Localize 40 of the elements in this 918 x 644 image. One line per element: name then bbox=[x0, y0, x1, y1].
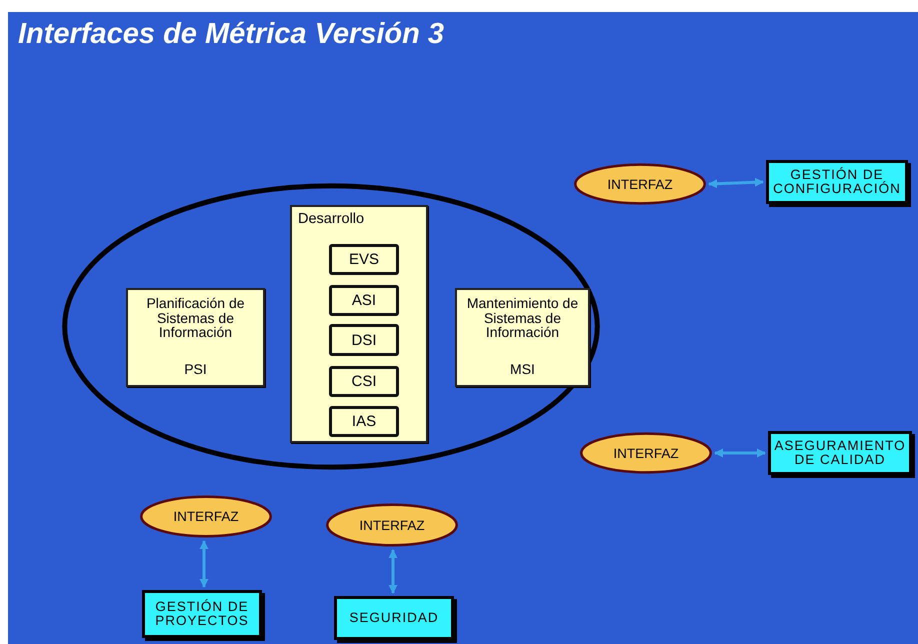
interface-box bbox=[766, 160, 908, 204]
interface-box bbox=[768, 431, 912, 475]
box-label: GESTIÓN DE CONFIGURACIÓN bbox=[772, 168, 902, 196]
activity-box bbox=[329, 244, 399, 275]
box-label: INTERFAZ bbox=[613, 446, 679, 460]
interface-ellipse bbox=[140, 495, 272, 538]
activity-box bbox=[329, 406, 399, 437]
double-arrow bbox=[708, 178, 764, 188]
process-box bbox=[126, 288, 265, 387]
process-ellipse bbox=[62, 183, 600, 470]
box-label: GESTIÓN DE PROYECTOS bbox=[154, 600, 250, 628]
box-label: Desarrollo bbox=[298, 211, 364, 227]
process-box bbox=[455, 288, 590, 387]
double-arrow bbox=[714, 448, 766, 458]
interface-ellipse bbox=[326, 503, 458, 547]
double-arrow bbox=[388, 549, 398, 594]
activity-box bbox=[329, 285, 399, 316]
box-label: ASI bbox=[352, 292, 376, 309]
box-label: INTERFAZ bbox=[607, 176, 673, 192]
activity-box bbox=[329, 366, 399, 397]
box-label: SEGURIDAD bbox=[349, 610, 439, 626]
box-label: ASEGURAMIENTO DE CALIDAD bbox=[773, 438, 907, 468]
interface-ellipse bbox=[580, 432, 712, 474]
interface-box bbox=[142, 590, 262, 638]
process-name: Mantenimiento de Sistemas de Información bbox=[466, 296, 580, 340]
process-name: Planificación de Sistemas de Información bbox=[145, 296, 246, 340]
box-label: CSI bbox=[351, 373, 376, 390]
process-box bbox=[290, 205, 428, 443]
interface-ellipse bbox=[574, 163, 706, 205]
activity-box bbox=[329, 324, 399, 356]
box-label: IAS bbox=[352, 413, 376, 430]
process-code: PSI bbox=[184, 362, 207, 377]
title: Interfaces de Métrica Versión 3 bbox=[18, 18, 444, 51]
box-label: EVS bbox=[348, 251, 379, 268]
box-label: DSI bbox=[351, 332, 376, 348]
box-label: INTERFAZ bbox=[173, 509, 239, 524]
box-label: INTERFAZ bbox=[359, 518, 425, 532]
double-arrow bbox=[200, 540, 208, 588]
process-code: MSI bbox=[510, 362, 535, 377]
interface-box bbox=[334, 596, 454, 640]
